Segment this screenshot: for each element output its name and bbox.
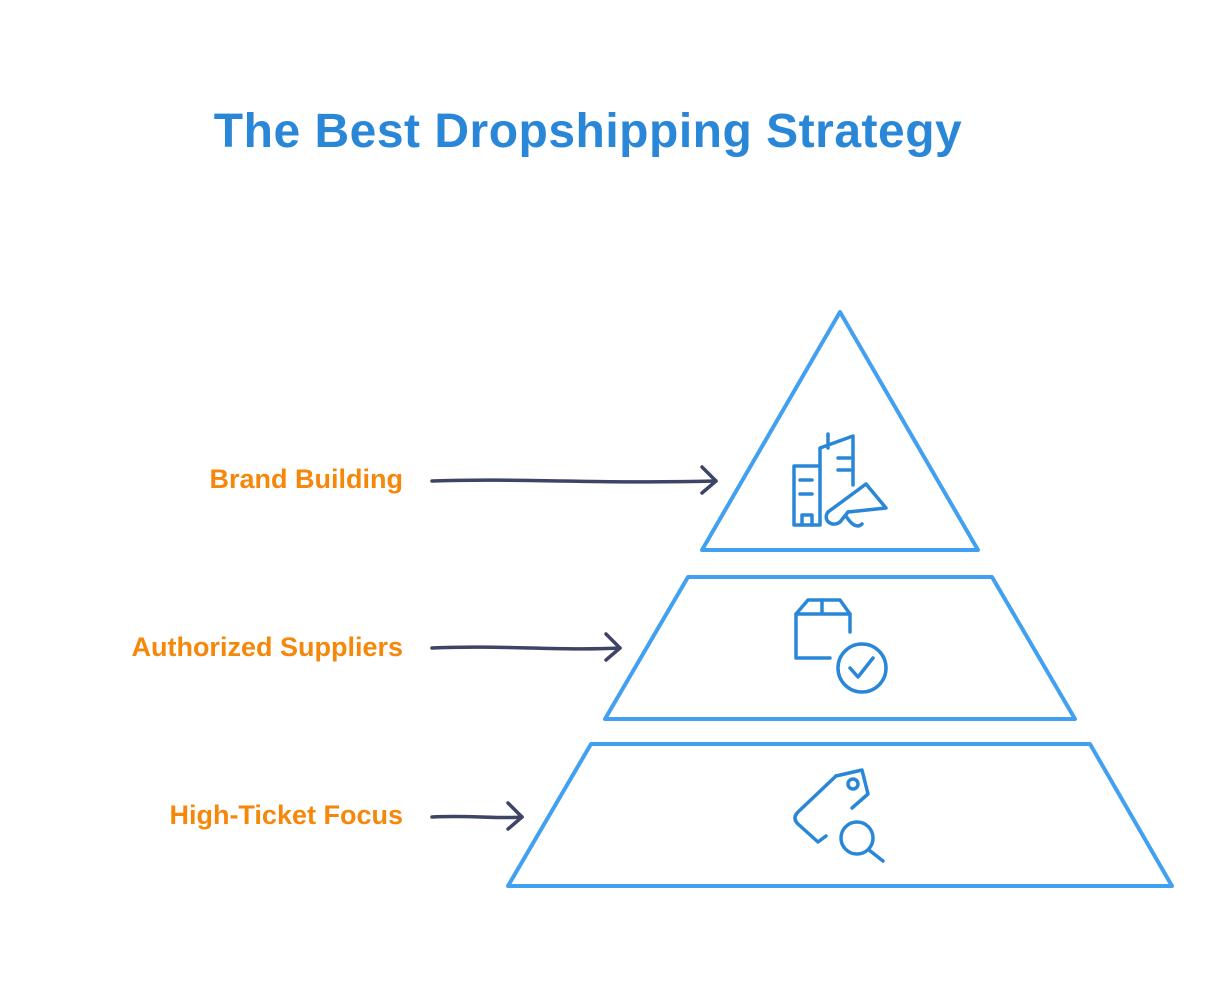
level-label-brand-building: Brand Building (209, 464, 403, 494)
tag-search-icon (793, 768, 885, 863)
box-check-icon (794, 598, 888, 694)
pyramid-tier-bottom (506, 742, 1174, 888)
arrow-high-ticket-focus (430, 801, 524, 831)
pyramid-tier-top (700, 310, 980, 552)
level-label-high-ticket-focus: High-Ticket Focus (169, 800, 403, 830)
diagram-title: The Best Dropshipping Strategy (213, 105, 963, 158)
buildings-megaphone-icon (792, 432, 888, 528)
level-label-authorized-suppliers: Authorized Suppliers (131, 632, 403, 662)
arrow-brand-building (430, 465, 718, 495)
arrow-authorized-suppliers (430, 632, 622, 662)
pyramid-tier-middle (603, 575, 1077, 721)
